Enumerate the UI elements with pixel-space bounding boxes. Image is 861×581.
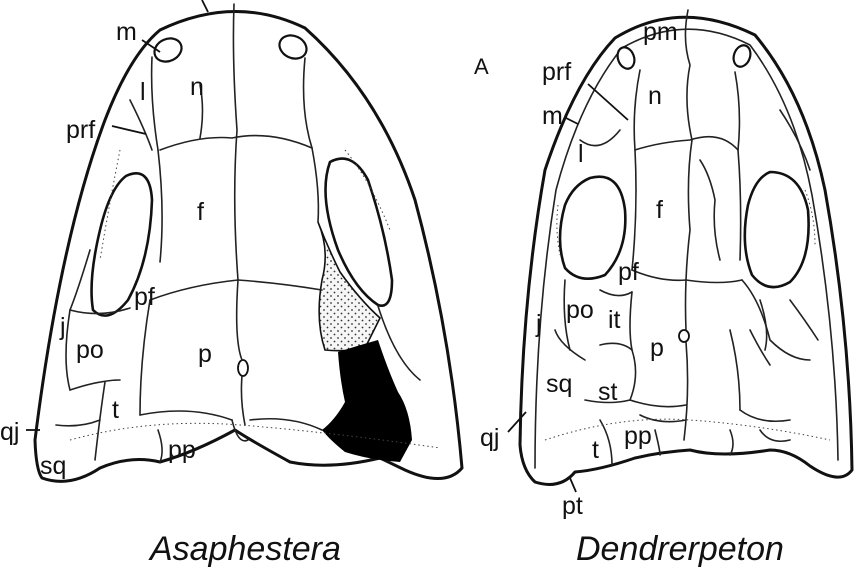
asaphestera-dotted-line-1 xyxy=(69,422,441,449)
dendrerpeton-sutures xyxy=(554,9,819,466)
dendrerpeton-skull: pm prf n m l f pf po it j p sq st qj t p… xyxy=(480,9,854,568)
asaphestera-leader-m xyxy=(141,39,161,53)
asaphestera-label-po: po xyxy=(76,336,104,364)
dendrerpeton-leader-prf xyxy=(587,83,629,121)
dendrerpeton-label-sq: sq xyxy=(546,370,572,398)
dendrerpeton-label-n: n xyxy=(648,82,662,110)
dendrerpeton-caption: Dendrerpeton xyxy=(576,530,784,568)
dendrerpeton-label-p: p xyxy=(650,334,664,362)
asaphestera-label-l: l xyxy=(140,78,146,106)
dendrerpeton-right-orbit xyxy=(743,170,810,289)
asaphestera-label-qj: qj xyxy=(0,418,19,446)
asaphestera-label-n: n xyxy=(190,73,204,101)
dendrerpeton-label-st: st xyxy=(598,378,618,406)
asaphestera-right-orbit xyxy=(324,157,394,307)
asaphestera-leader-prf xyxy=(111,125,147,135)
asaphestera-label-f: f xyxy=(197,198,204,226)
dendrerpeton-left-orbit xyxy=(558,175,627,280)
dendrerpeton-label-j: j xyxy=(535,310,542,338)
asaphestera-label-prf: prf xyxy=(66,116,95,144)
dendrerpeton-leader-m xyxy=(565,117,579,125)
asaphestera-sutures xyxy=(55,3,421,463)
asaphestera-left-nostril xyxy=(153,37,183,63)
dendrerpeton-label-pt: pt xyxy=(562,492,583,520)
figure-marker: A xyxy=(474,54,489,79)
dendrerpeton-label-f: f xyxy=(656,196,663,224)
asaphestera-leader-top xyxy=(201,0,209,13)
dendrerpeton-pineal-foramen xyxy=(678,329,690,343)
dendrerpeton-label-po: po xyxy=(566,296,594,324)
asaphestera-outline xyxy=(33,10,464,483)
dendrerpeton-label-it: it xyxy=(608,306,621,334)
dendrerpeton-label-prf: prf xyxy=(542,58,571,86)
asaphestera-dotted-line-2 xyxy=(99,149,121,261)
asaphestera-right-nostril xyxy=(278,34,308,60)
asaphestera-skull: m n l prf f pf j po p t qj sq pp Asaphes… xyxy=(0,0,464,568)
asaphestera-label-t: t xyxy=(112,396,119,424)
asaphestera-caption: Asaphestera xyxy=(148,530,341,568)
asaphestera-left-orbit xyxy=(90,172,154,317)
dendrerpeton-outline xyxy=(518,15,854,486)
dendrerpeton-label-l: l xyxy=(578,140,584,168)
asaphestera-label-j: j xyxy=(59,313,66,341)
dendrerpeton-left-nostril xyxy=(616,46,636,70)
dendrerpeton-label-pp: pp xyxy=(624,422,652,450)
asaphestera-label-pp: pp xyxy=(168,436,196,464)
dendrerpeton-label-t: t xyxy=(592,436,599,464)
asaphestera-dotted-line-3 xyxy=(344,149,391,231)
asaphestera-label-m: m xyxy=(116,18,137,46)
asaphestera-pineal-foramen xyxy=(237,359,249,377)
dendrerpeton-dotted-line-3 xyxy=(804,189,816,246)
dendrerpeton-label-qj: qj xyxy=(480,424,499,452)
asaphestera-label-sq: sq xyxy=(40,452,66,480)
asaphestera-label-p: p xyxy=(198,340,212,368)
asaphestera-shaded-region xyxy=(322,340,412,462)
dendrerpeton-label-pm: pm xyxy=(643,18,678,46)
dendrerpeton-right-nostril xyxy=(732,44,752,68)
dendrerpeton-label-pf: pf xyxy=(618,258,639,286)
dendrerpeton-label-m: m xyxy=(542,102,563,130)
dendrerpeton-leader-pt xyxy=(569,477,577,493)
asaphestera-label-pf: pf xyxy=(134,283,155,311)
dendrerpeton-dotted-line-2 xyxy=(556,204,561,256)
dendrerpeton-dotted-line-1 xyxy=(544,418,831,441)
dendrerpeton-leader-qj xyxy=(507,411,527,433)
